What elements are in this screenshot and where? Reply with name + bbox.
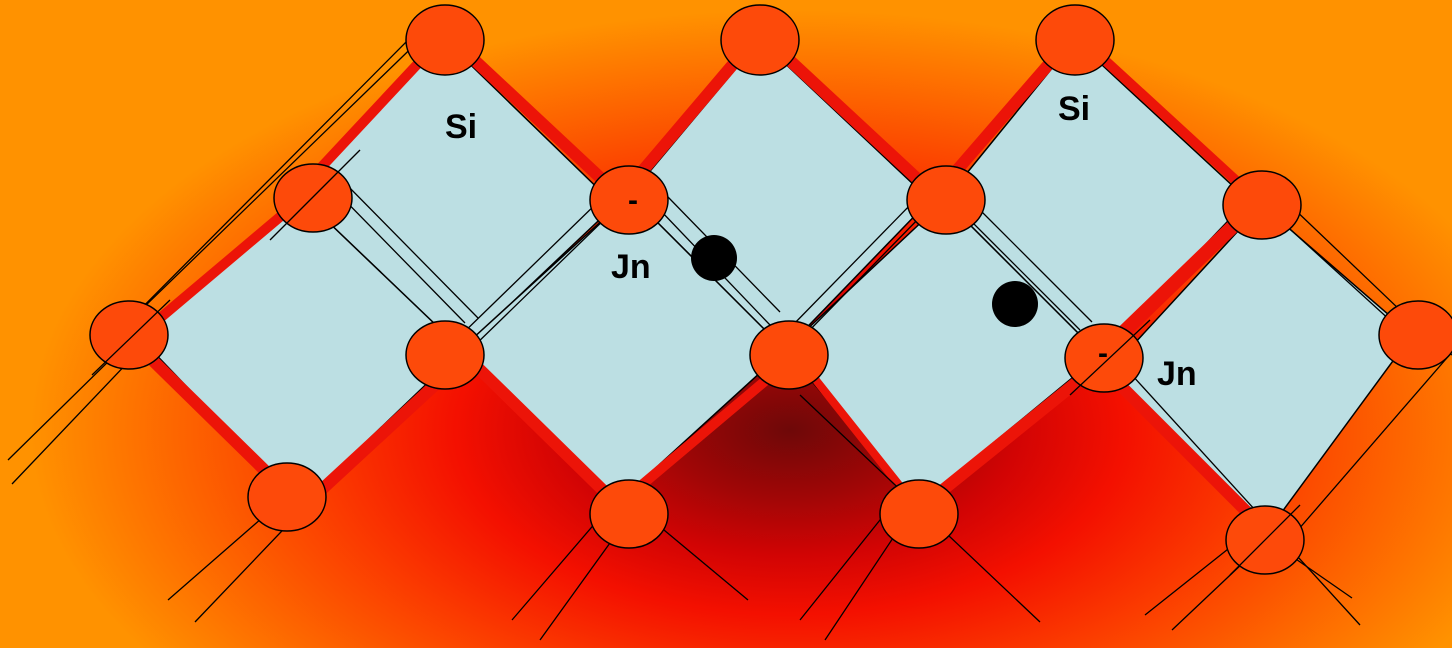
bond-line xyxy=(824,519,906,641)
electrons xyxy=(691,235,1038,327)
atom xyxy=(273,163,353,233)
label-jn-left: Jn xyxy=(611,248,651,286)
bond-line xyxy=(1069,319,1151,396)
atom xyxy=(1035,4,1115,76)
atom xyxy=(589,479,669,549)
label-minus-left: - xyxy=(628,184,638,217)
lattice-cells xyxy=(140,38,1414,537)
label-si-left: Si xyxy=(445,108,477,146)
bond-line xyxy=(799,211,926,341)
bond-line xyxy=(269,149,361,241)
bond-line xyxy=(1099,339,1361,626)
bond-line xyxy=(1279,219,1393,323)
bond-line xyxy=(457,199,601,339)
bond xyxy=(796,356,919,509)
atom xyxy=(247,462,327,532)
bond xyxy=(1080,37,1260,203)
atom xyxy=(1222,170,1302,240)
atom xyxy=(879,479,959,549)
bond xyxy=(622,36,758,194)
atom xyxy=(720,4,800,76)
atom xyxy=(589,165,669,235)
bond xyxy=(912,359,1104,516)
bond xyxy=(1098,203,1257,357)
electron xyxy=(691,235,737,281)
bond xyxy=(449,36,628,204)
label-si-right: Si xyxy=(1058,90,1090,128)
bond xyxy=(462,352,624,511)
bond-line xyxy=(99,27,421,351)
bond-line xyxy=(959,209,1081,331)
atom xyxy=(749,320,829,390)
bond xyxy=(135,195,305,340)
bond-line xyxy=(1289,204,1401,311)
bond-line xyxy=(974,204,1093,323)
bond-line xyxy=(109,27,433,341)
atoms xyxy=(89,4,1452,575)
bond-line xyxy=(799,504,893,621)
bond-line xyxy=(7,349,121,461)
bond-line xyxy=(1271,351,1452,561)
label-jn-right: Jn xyxy=(1157,355,1197,393)
atom xyxy=(89,300,169,370)
bond-line xyxy=(471,211,613,349)
bond xyxy=(1114,379,1271,536)
bond-line xyxy=(91,299,171,376)
bond-line xyxy=(11,357,133,485)
bond-lines xyxy=(7,27,1452,641)
electron xyxy=(992,281,1038,327)
atom xyxy=(405,4,485,76)
atom xyxy=(1064,323,1144,393)
label-minus-right: - xyxy=(1098,337,1108,370)
bond-line xyxy=(1229,504,1301,576)
overlay-lines xyxy=(91,149,1301,576)
atom xyxy=(906,165,986,235)
bond xyxy=(932,36,1074,198)
bond xyxy=(764,36,944,204)
atom xyxy=(1378,300,1452,370)
bond-line xyxy=(339,177,479,319)
atom xyxy=(405,320,485,390)
bond-line xyxy=(789,199,916,329)
